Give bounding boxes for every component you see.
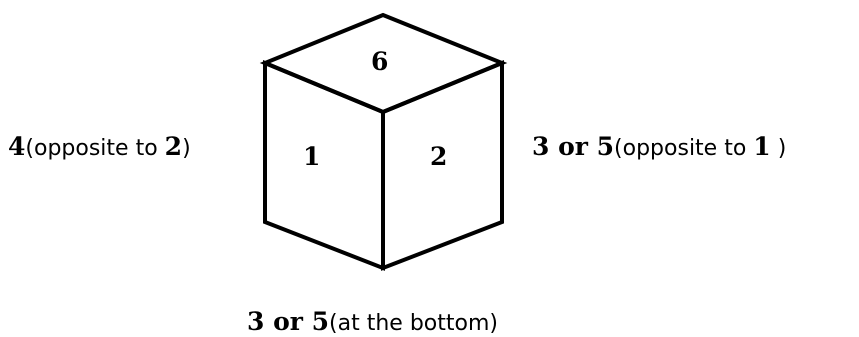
right-face-number: 2	[430, 142, 448, 171]
left-face-opposite-label: 4(opposite to 2)	[8, 134, 191, 160]
bottom-face-label: 3 or 5(at the bottom)	[247, 309, 498, 335]
right-opposite-open: (opposite to	[614, 136, 754, 161]
left-opposite-ref: 2	[164, 132, 183, 161]
cube-right-face	[381, 60, 504, 271]
bottom-note: (at the bottom)	[329, 311, 498, 336]
right-opposite-close: )	[770, 136, 787, 161]
cube-left-face	[263, 60, 385, 271]
right-opposite-number: 3 or 5	[532, 132, 615, 161]
left-opposite-close: )	[182, 136, 191, 161]
left-opposite-number: 4	[8, 132, 26, 161]
left-opposite-open: (opposite to	[25, 136, 165, 161]
left-face-number: 1	[303, 142, 321, 171]
bottom-number: 3 or 5	[247, 307, 330, 336]
right-face-opposite-label: 3 or 5(opposite to 1 )	[532, 134, 786, 160]
right-opposite-ref: 1	[753, 132, 771, 161]
top-face-number: 6	[371, 47, 389, 76]
